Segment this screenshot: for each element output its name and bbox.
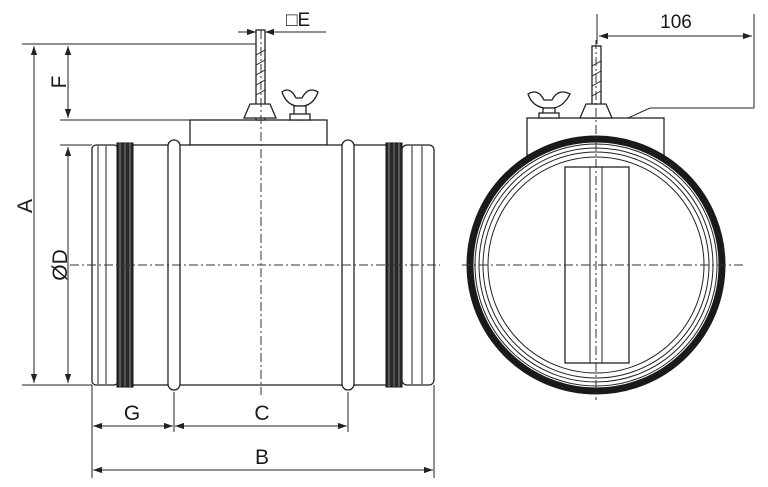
actuator-mount (189, 119, 328, 146)
dim-d-label: ØD (49, 249, 72, 281)
side-dimensions: A F ØD □E G C B (14, 10, 435, 478)
wing-nut (281, 89, 319, 121)
dim-c-label: C (254, 402, 269, 425)
front-view (462, 40, 745, 400)
dim-f-label: F (48, 76, 71, 89)
dim-106-label: 106 (660, 12, 692, 33)
side-view (70, 29, 440, 395)
dim-g-label: G (124, 402, 140, 425)
front-wing-nut (527, 91, 571, 119)
dim-b-label: B (255, 446, 269, 469)
dim-e-label: □E (286, 10, 310, 31)
dim-a-label: A (14, 199, 37, 213)
front-dimensions: 106 (596, 12, 755, 119)
